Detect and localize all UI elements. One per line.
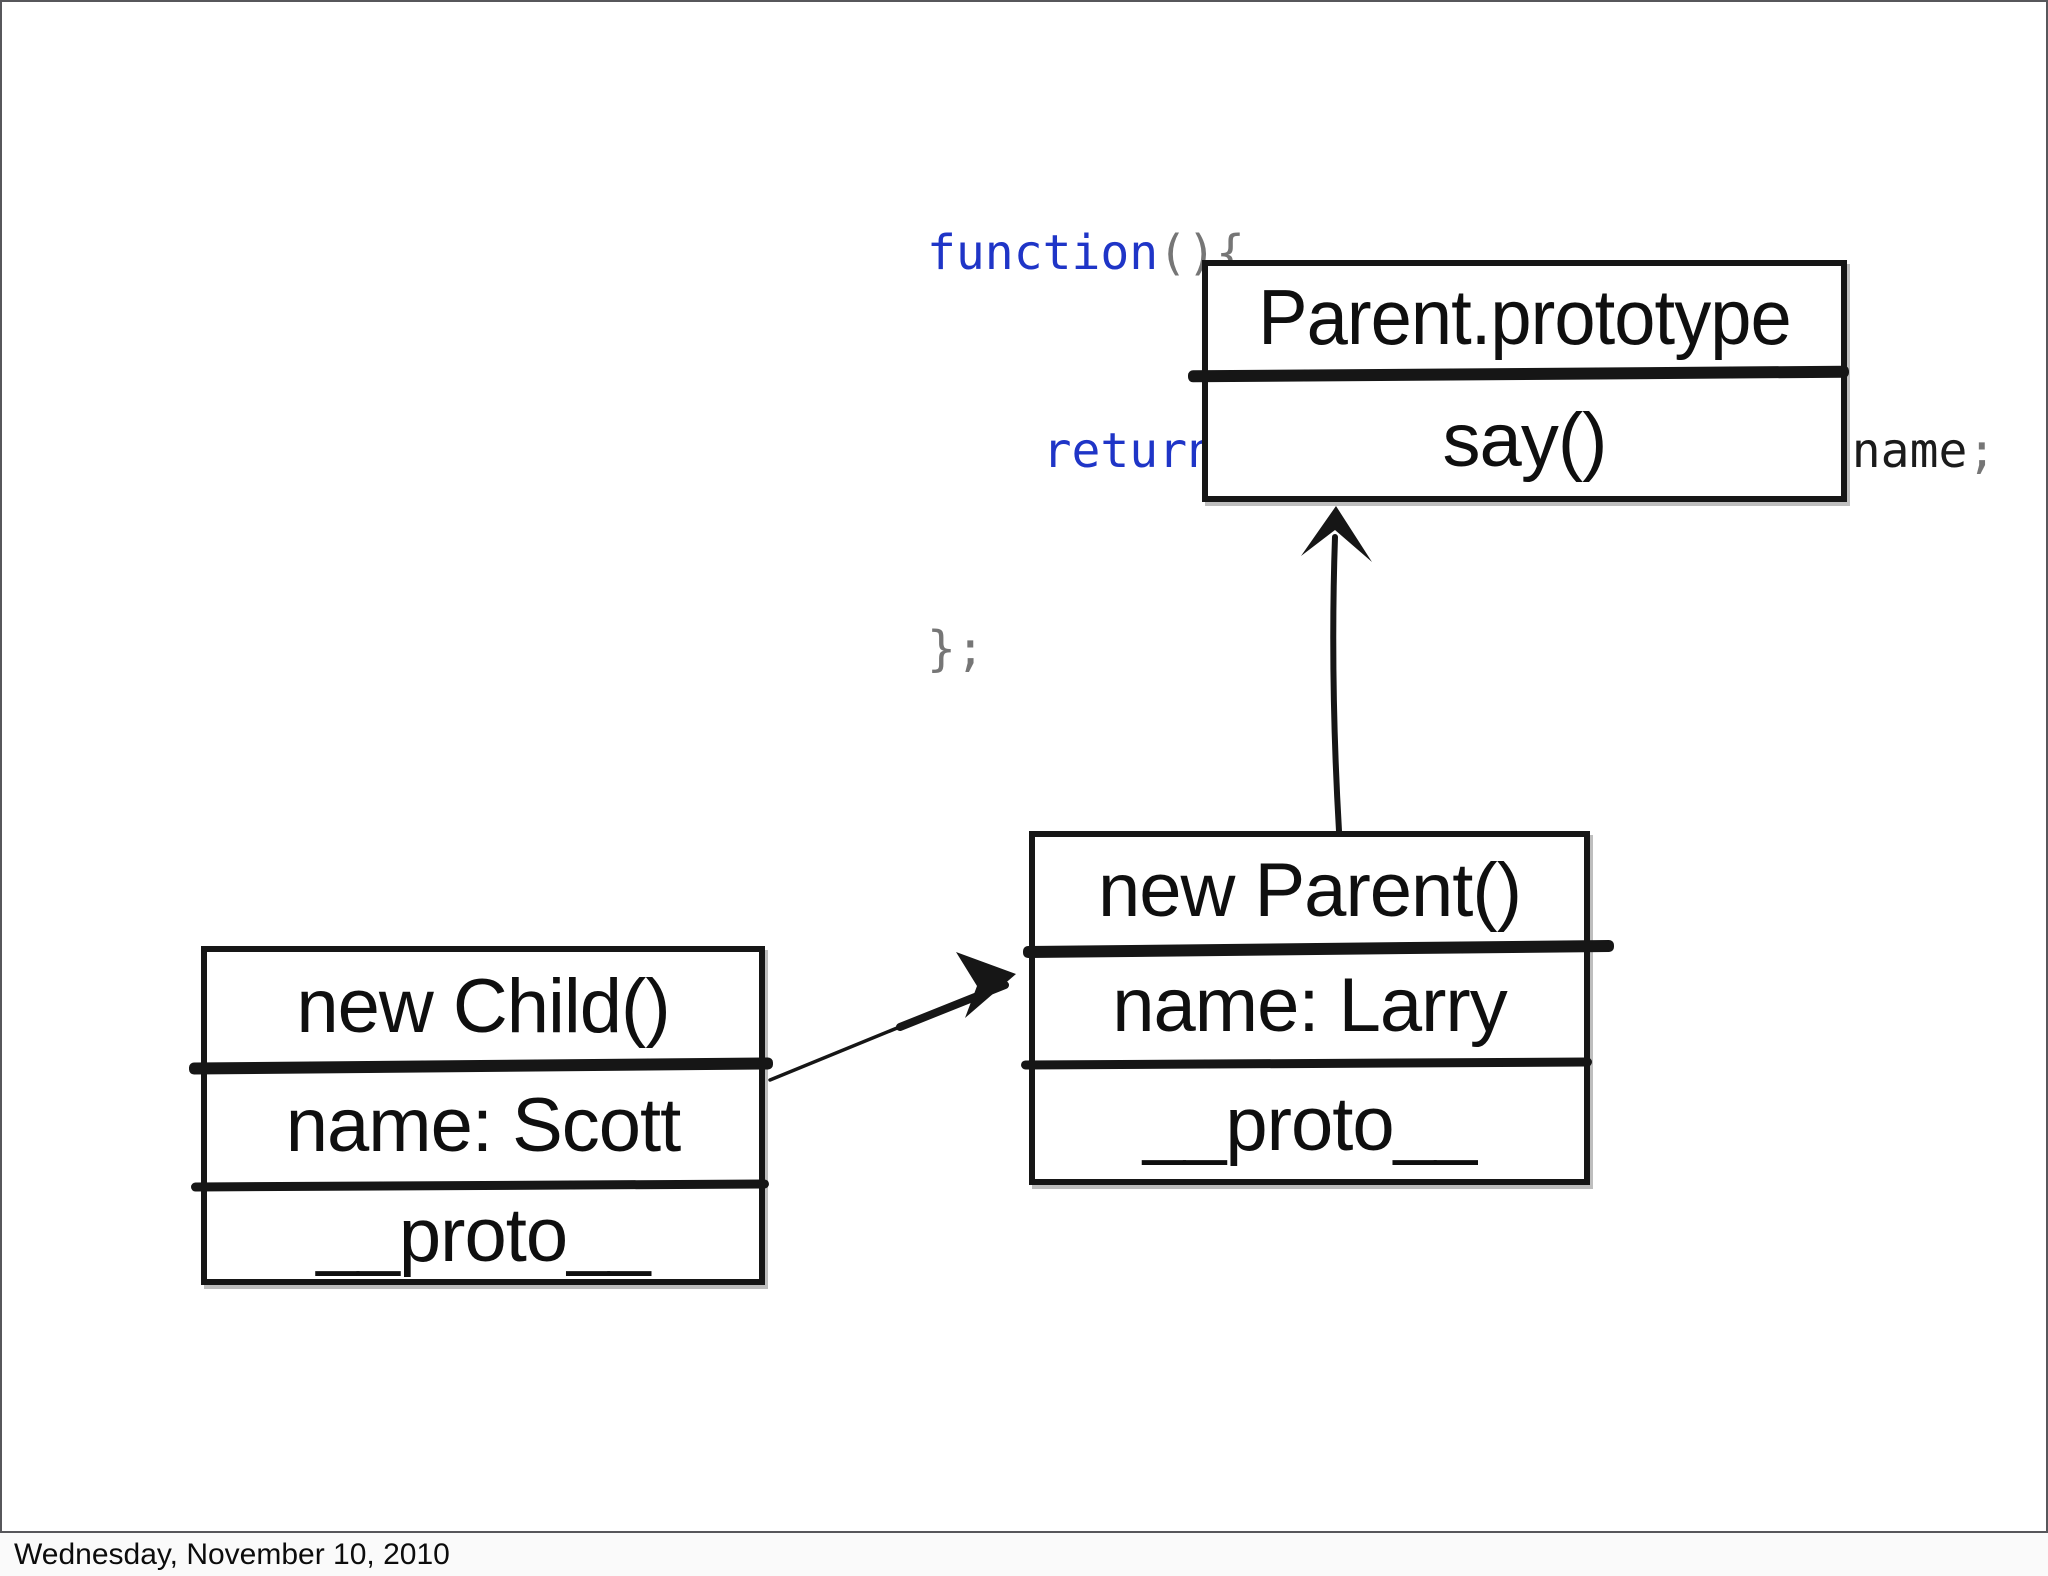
code-token-return-keyword: return	[1042, 423, 1216, 479]
parent-proto-field: __proto__	[1142, 1081, 1477, 1167]
code-token-indent	[927, 423, 1043, 479]
parent-prototype-box: Parent.prototype say()	[1187, 260, 1850, 502]
name-scott-field: name: Scott	[285, 1082, 682, 1168]
say-method-label: say()	[1442, 397, 1608, 483]
code-token-closing-brace: };	[927, 621, 985, 677]
child-proto-field: __proto__	[316, 1193, 650, 1278]
parent-prototype-box-title: Parent.prototype	[1258, 272, 1792, 361]
code-token-name-property: name	[1851, 423, 1968, 479]
code-line-3: };	[927, 616, 1996, 682]
arrow-child-to-parent	[768, 952, 1016, 1082]
name-larry-field: name: Larry	[1112, 962, 1508, 1048]
box-divider	[1187, 365, 1850, 383]
new-child-box: new Child() name: Scott __proto__	[188, 946, 774, 1285]
box-divider	[190, 1179, 770, 1192]
new-child-box-title: new Child()	[296, 963, 670, 1049]
footer-date: Wednesday, November 10, 2010	[14, 1537, 450, 1571]
footer-bar: Wednesday, November 10, 2010	[0, 1533, 2048, 1576]
box-divider	[1020, 1057, 1593, 1070]
new-parent-box: new Parent() name: Larry __proto__	[1020, 831, 1615, 1185]
code-token-semicolon: ;	[1967, 423, 1997, 479]
code-line-1: function(){	[927, 220, 1996, 286]
new-parent-box-title: new Parent()	[1097, 847, 1522, 933]
code-token-function-keyword: function	[927, 225, 1159, 281]
arrowhead-right-icon	[956, 952, 1016, 1018]
